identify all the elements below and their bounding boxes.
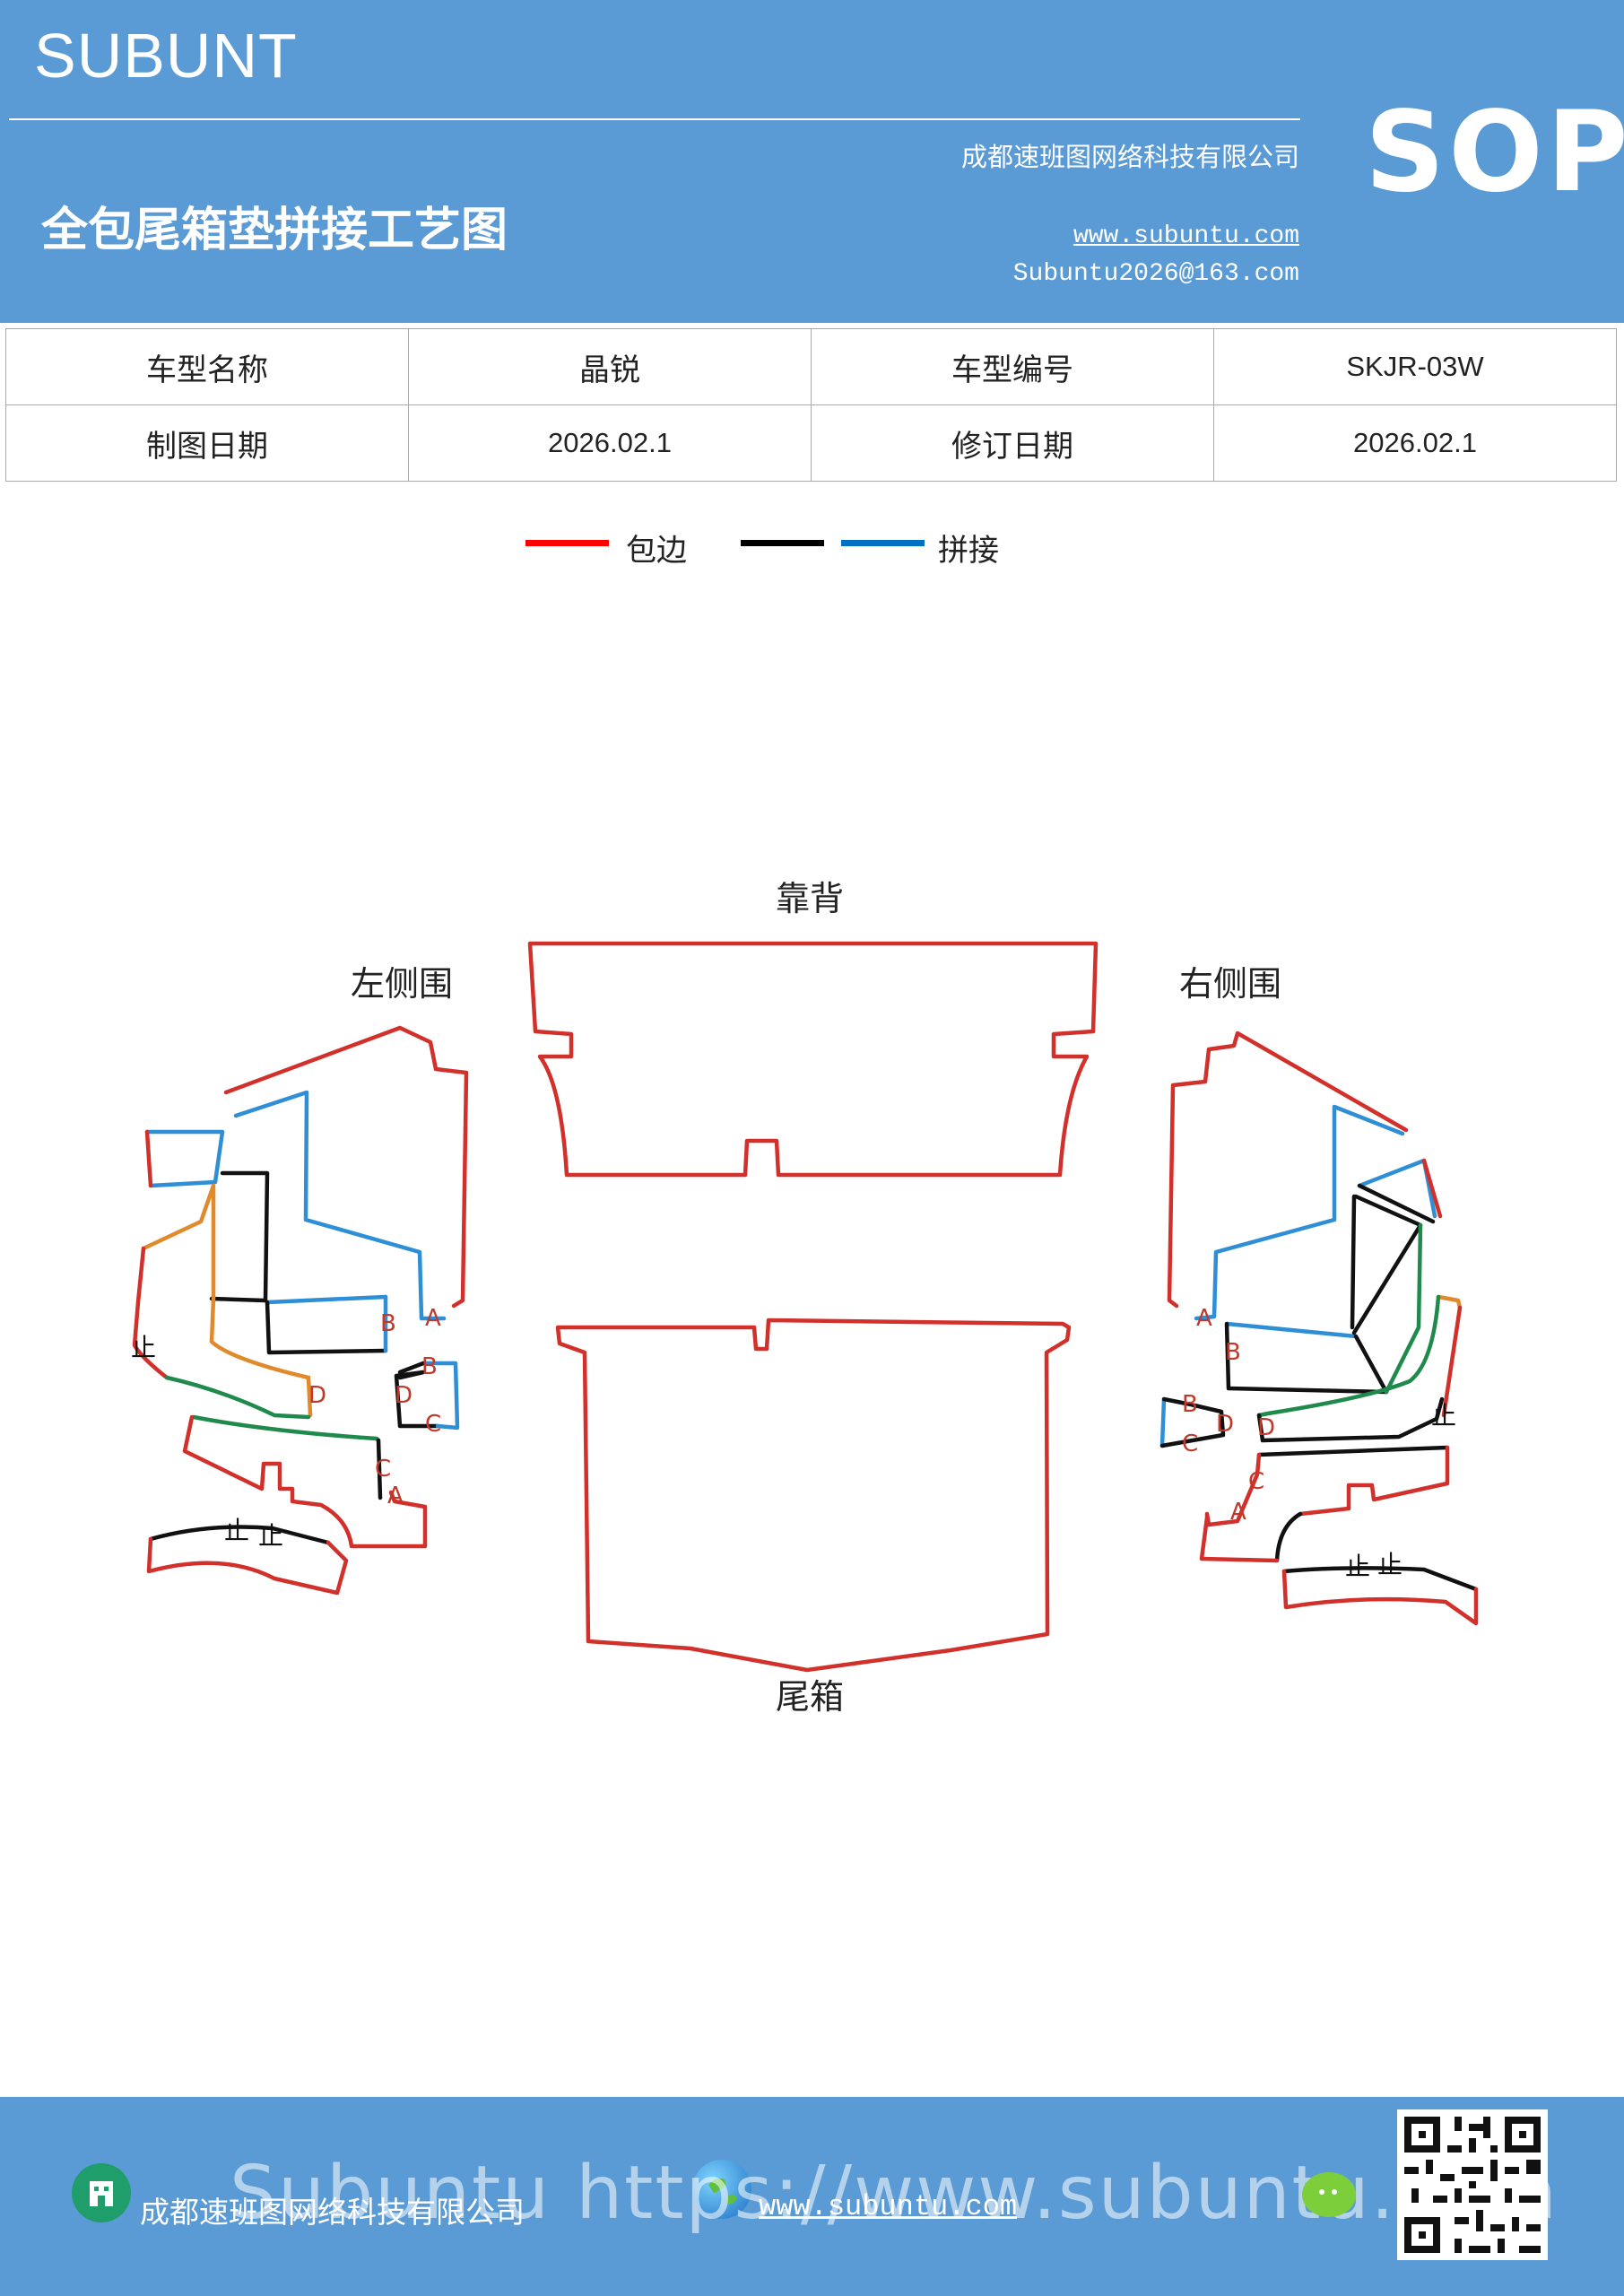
marker-d: D — [308, 1382, 326, 1409]
marker-d: D — [395, 1382, 413, 1409]
legend: 包边 拼接 — [0, 526, 1624, 579]
wechat-icon — [1302, 2172, 1356, 2217]
label-left-side: 左侧围 — [351, 964, 453, 1004]
trunk-floor-piece — [555, 1318, 1072, 1673]
right-side-panel — [1159, 1031, 1479, 1626]
vehicle-info-table: 车型名称 晶锐 车型编号 SKJR-03W 制图日期 2026.02.1 修订日… — [5, 328, 1617, 482]
marker-c: C — [425, 1411, 441, 1438]
header-banner: SUBUNT 成都速班图网络科技有限公司 全包尾箱垫拼接工艺图 www.subu… — [0, 0, 1624, 323]
left-side-panel — [132, 1025, 469, 1596]
qr-code — [1397, 2109, 1548, 2260]
building-icon — [72, 2163, 131, 2222]
table-row: 车型名称 晶锐 车型编号 SKJR-03W — [5, 328, 1617, 405]
footer-website[interactable]: www.subuntu.com — [759, 2190, 1018, 2223]
marker-d: D — [1257, 1414, 1275, 1441]
table-row: 制图日期 2026.02.1 修订日期 2026.02.1 — [5, 404, 1617, 482]
header-divider — [9, 118, 1300, 120]
label-trunk: 尾箱 — [776, 1677, 844, 1717]
table-cell-value: 晶锐 — [408, 328, 812, 405]
email-address: Subuntu2026@163.com — [1012, 260, 1299, 288]
watermark-text: Subuntu https://www.subuntu.com — [230, 2151, 1559, 2236]
table-cell-label: 制图日期 — [5, 404, 409, 482]
marker-c: C — [1182, 1431, 1198, 1457]
table-cell-label: 车型编号 — [811, 328, 1214, 405]
legend-label-edging: 包边 — [626, 533, 687, 569]
table-cell-value: SKJR-03W — [1213, 328, 1617, 405]
table-cell-label: 修订日期 — [811, 404, 1214, 482]
legend-swatch-blue — [841, 540, 925, 546]
table-cell-value: 2026.02.1 — [408, 404, 812, 482]
brand-name: SUBUNT — [34, 21, 298, 91]
legend-label-splice: 拼接 — [938, 533, 999, 569]
marker-c: C — [1248, 1468, 1264, 1495]
marker-a: A — [1196, 1305, 1212, 1332]
website-link[interactable]: www.subuntu.com — [1073, 222, 1299, 250]
marker-b: B — [1225, 1339, 1241, 1366]
label-back: 靠背 — [776, 879, 844, 918]
footer-company: 成都速班图网络科技有限公司 — [140, 2195, 525, 2230]
marker-a: A — [425, 1305, 441, 1332]
trunk-mat-diagram: 靠背 尾箱 左侧围 右侧围 — [131, 879, 1479, 1717]
marker-d: D — [1216, 1411, 1234, 1438]
sop-badge: SOP — [1365, 88, 1624, 217]
table-cell-value: 2026.02.1 — [1213, 404, 1617, 482]
marker-a: A — [1230, 1499, 1246, 1526]
marker-b: B — [421, 1353, 438, 1380]
marker-stop: 止 — [1377, 1550, 1403, 1579]
legend-swatch-black — [741, 540, 824, 546]
marker-b: B — [1182, 1391, 1198, 1418]
marker-stop: 止 — [224, 1516, 249, 1545]
marker-c: C — [375, 1456, 391, 1483]
marker-stop: 止 — [1431, 1401, 1456, 1431]
marker-stop: 止 — [258, 1521, 283, 1551]
globe-icon — [692, 2160, 751, 2219]
document-title: 全包尾箱垫拼接工艺图 — [41, 203, 508, 257]
marker-b: B — [380, 1310, 396, 1337]
marker-stop: 止 — [131, 1333, 156, 1362]
company-name: 成都速班图网络科技有限公司 — [960, 142, 1299, 172]
marker-stop: 止 — [1345, 1552, 1370, 1581]
footer-banner: 成都速班图网络科技有限公司 www.subuntu.com Subuntu ht… — [0, 2097, 1624, 2296]
label-right-side: 右侧围 — [1179, 964, 1281, 1004]
table-cell-label: 车型名称 — [5, 328, 409, 405]
marker-a: A — [387, 1483, 404, 1509]
legend-swatch-red — [525, 540, 609, 546]
backrest-piece — [527, 941, 1099, 1178]
